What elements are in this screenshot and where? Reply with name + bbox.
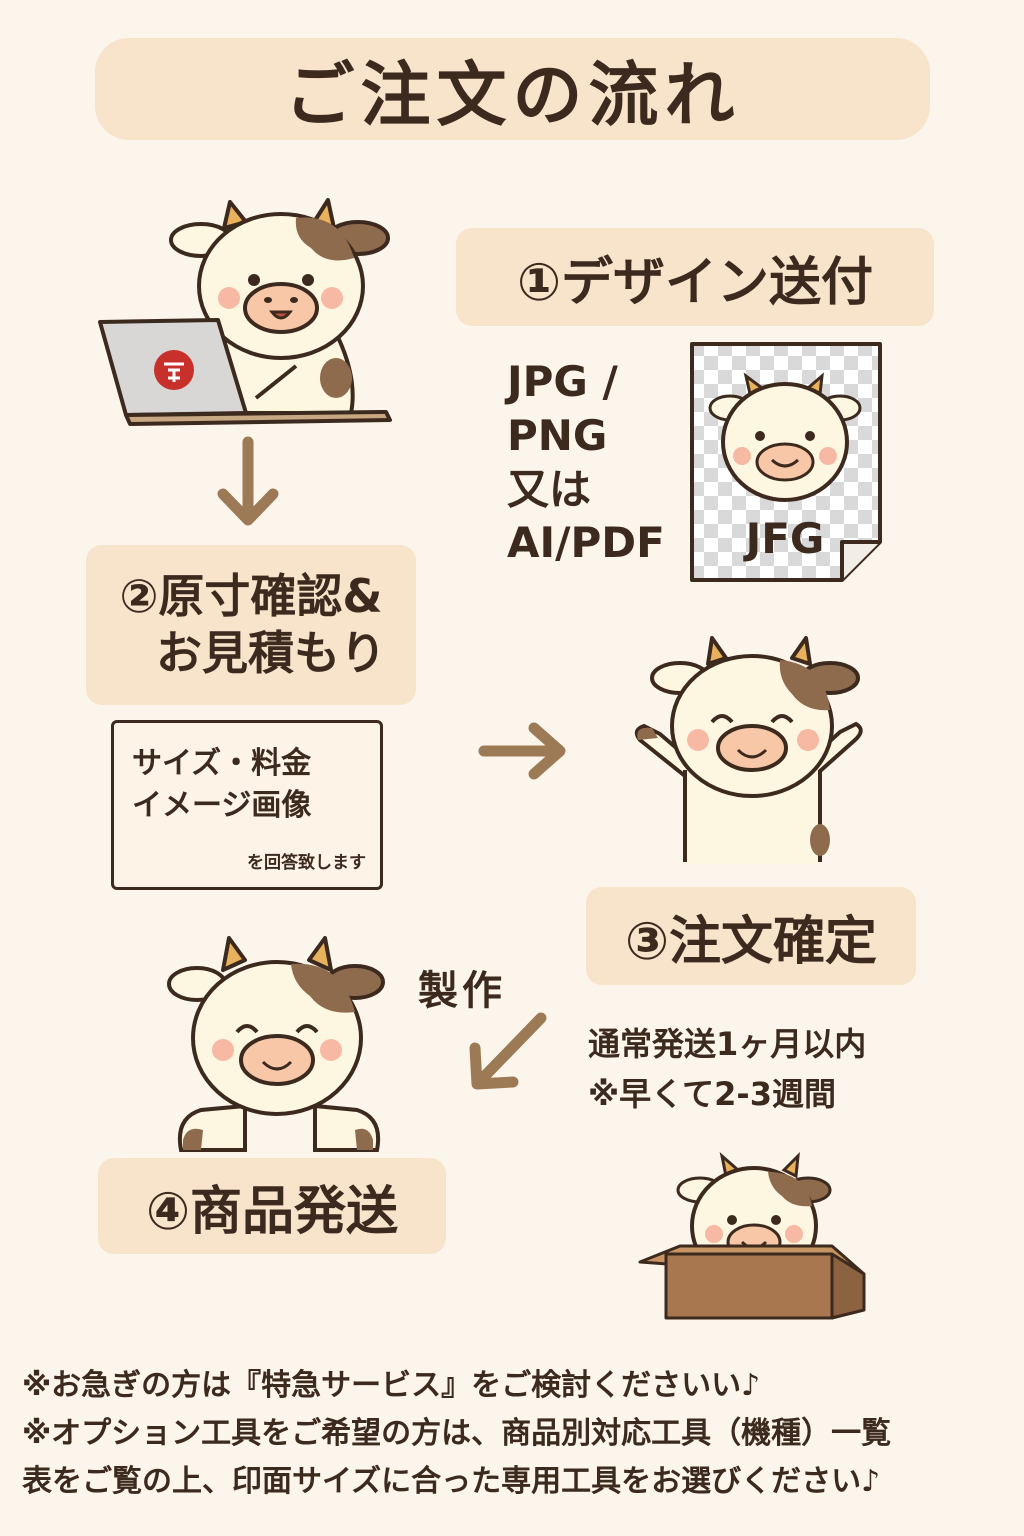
quote-info-box: サイズ・料金 イメージ画像 を回答致します: [111, 720, 383, 890]
arrow-right-icon: [478, 722, 566, 780]
cow-happy-illustration: [167, 936, 385, 1152]
notes: ※お急ぎの方は『特急サービス』をご検討くださいい♪ ※オプション工具をご希望の方…: [22, 1362, 1012, 1506]
step-3-label: ③注文確定: [586, 887, 916, 985]
arrow-down-left-icon: [469, 1012, 547, 1090]
step-2-label-line1: ②原寸確認&: [119, 568, 383, 623]
quote-line-1: サイズ・料金: [132, 746, 312, 781]
page-title: ご注文の流れ: [95, 38, 930, 140]
format-line: AI/PDF: [507, 518, 665, 568]
file-icon: JFG: [690, 342, 882, 582]
format-line: 又は: [507, 464, 592, 514]
cow-laptop-illustration: [98, 198, 392, 426]
note-line-2: ※オプション工具をご希望の方は、商品別対応工具（機種）一覧: [22, 1416, 892, 1451]
shipping-info-line1: 通常発送1ヶ月以内: [588, 1025, 867, 1063]
shipping-info-line2: ※早くて2-3週間: [588, 1074, 836, 1113]
format-line: PNG: [507, 410, 608, 460]
shipping-info: 通常発送1ヶ月以内 ※早くて2-3週間: [588, 1020, 866, 1119]
step-1-label: ①デザイン送付: [456, 228, 934, 326]
quote-line-3: を回答致します: [247, 853, 366, 873]
arrow-down-icon: [217, 436, 279, 526]
step-2-label: ②原寸確認& お見積もり: [86, 545, 416, 705]
production-label: 製作: [418, 968, 506, 1014]
step-2-label-line2: お見積もり: [156, 626, 386, 680]
cow-in-box-illustration: [638, 1151, 866, 1320]
cow-cheering-illustration: [634, 636, 863, 864]
note-line-1: ※お急ぎの方は『特急サービス』をご検討くださいい♪: [22, 1368, 761, 1403]
file-formats: JPG / PNG 又は AI/PDF: [507, 355, 687, 570]
quote-line-2: イメージ画像: [132, 788, 312, 823]
note-line-3: 表をご覧の上、印面サイズに合った専用工具をお選びください♪: [22, 1464, 881, 1499]
step-4-label: ④商品発送: [98, 1158, 446, 1254]
format-line: JPG /: [507, 357, 618, 406]
file-icon-label: JFG: [745, 514, 825, 563]
